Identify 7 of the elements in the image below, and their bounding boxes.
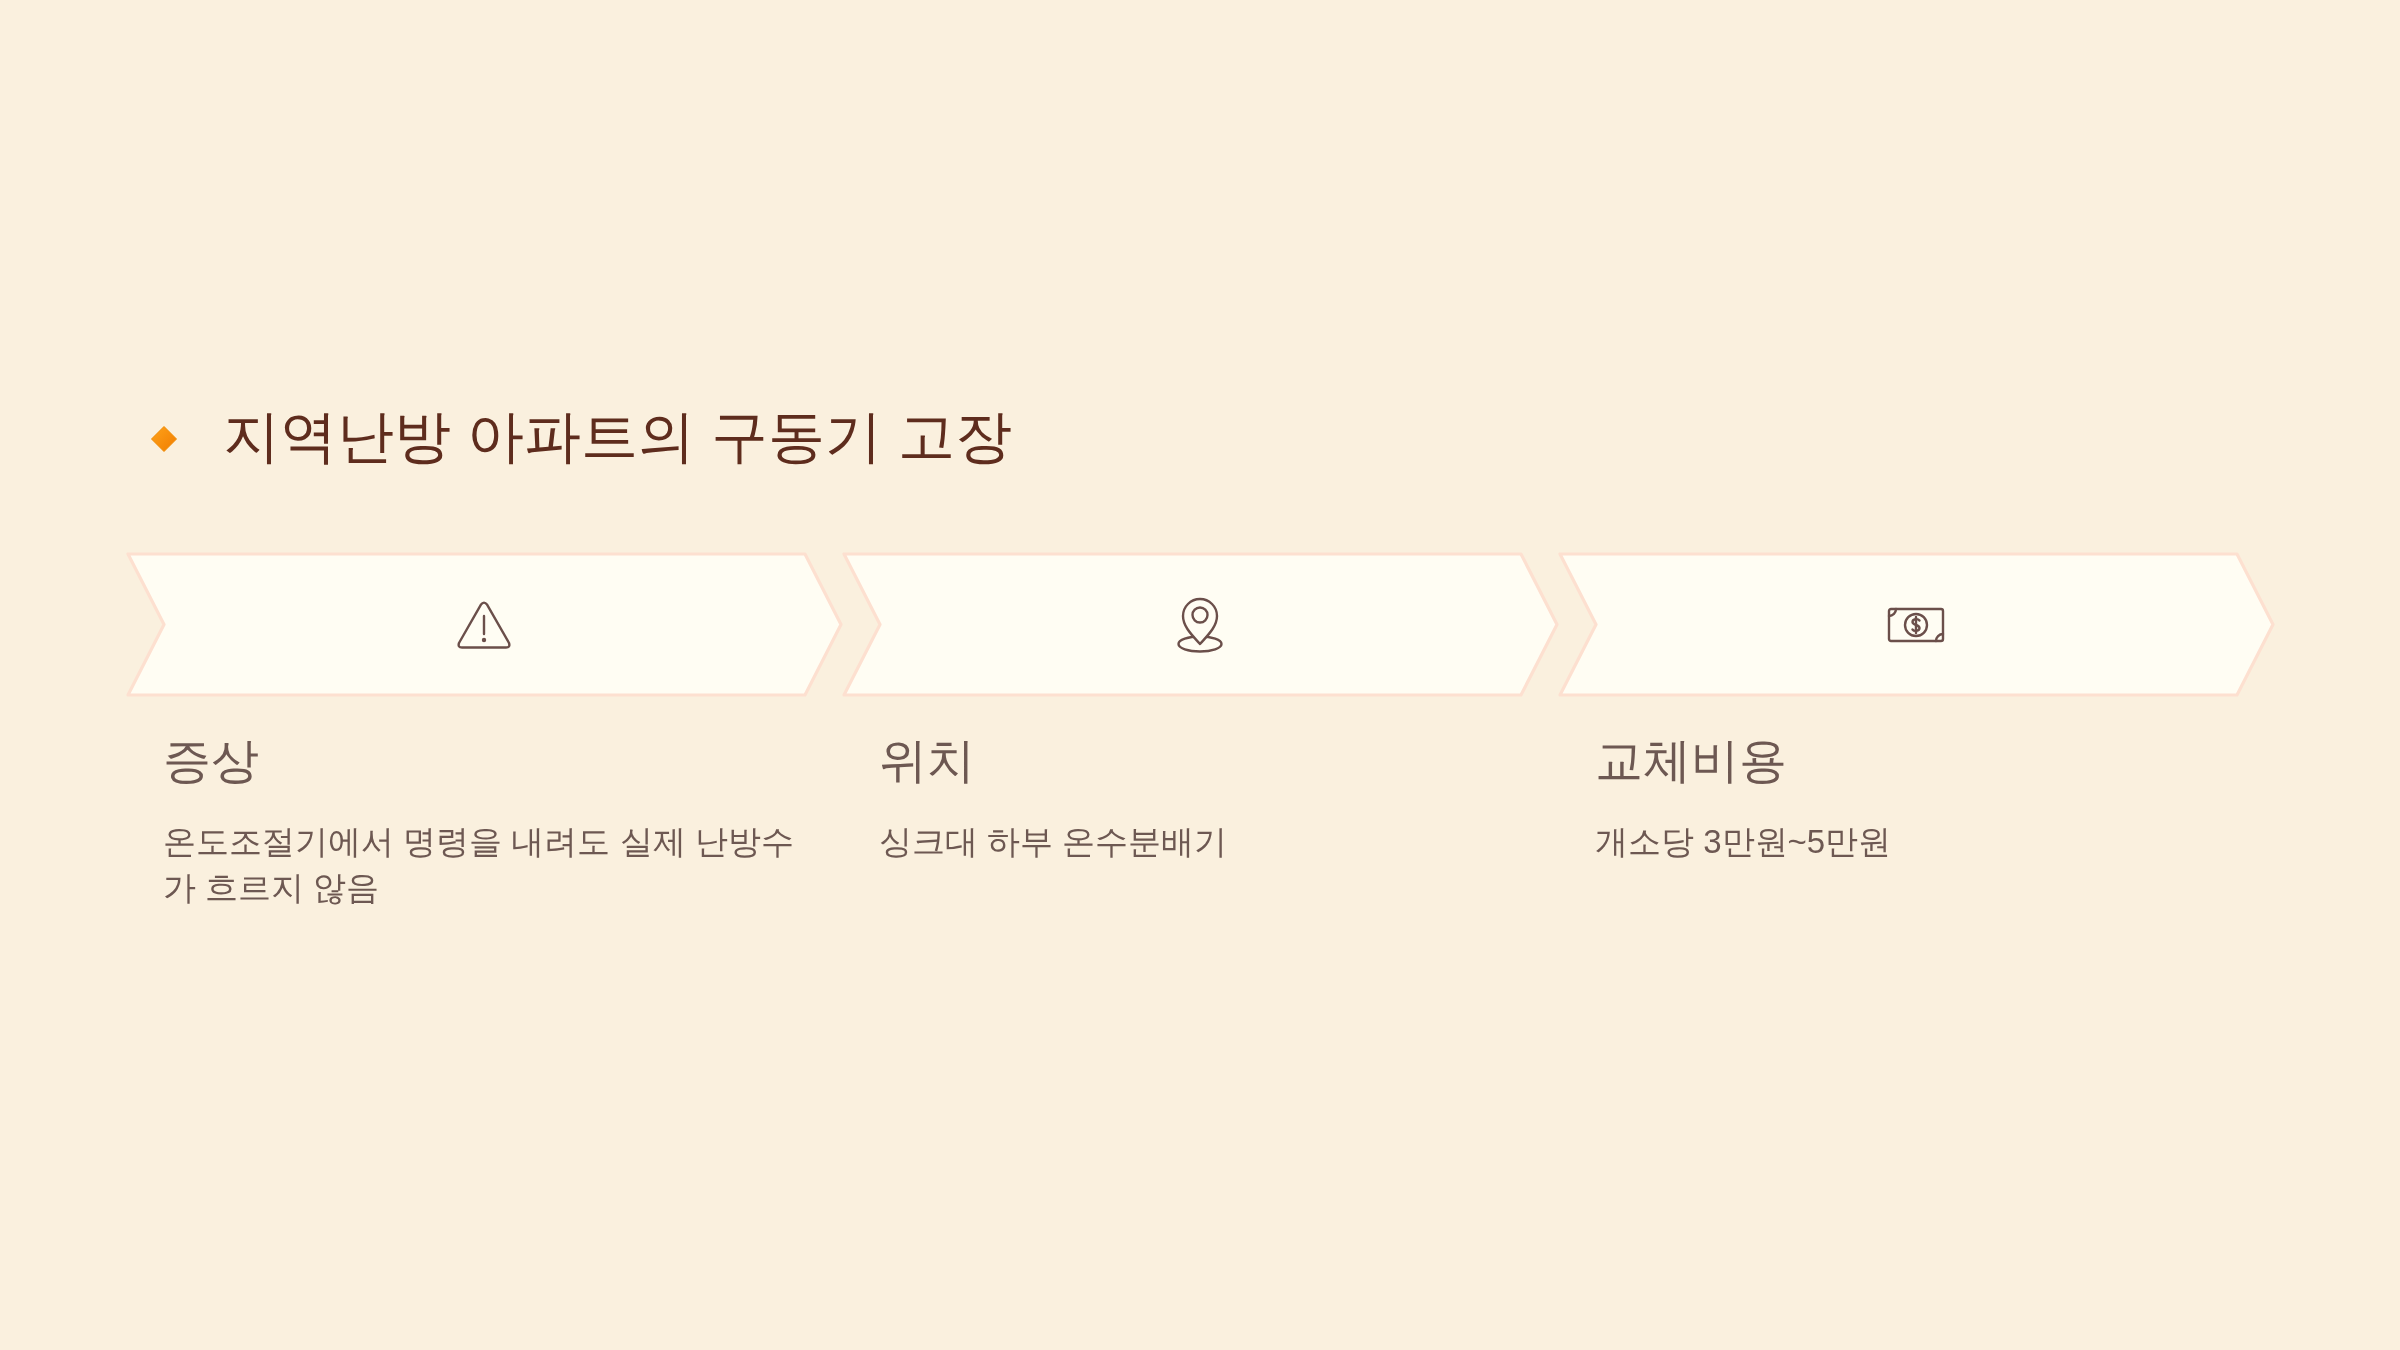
slide-title: 지역난방 아파트의 구동기 고장 bbox=[223, 403, 1012, 470]
step-heading: 교체비용 bbox=[1595, 733, 1787, 789]
step-heading: 증상 bbox=[163, 733, 259, 789]
step-description: 싱크대 하부 온수분배기 bbox=[879, 822, 1229, 862]
step-description: 온도조절기에서 명령을 내려도 실제 난방수가 흐르지 않음 bbox=[163, 822, 795, 908]
step-heading: 위치 bbox=[879, 733, 975, 789]
step-description: 개소당 3만원~5만원 bbox=[1595, 822, 1893, 862]
